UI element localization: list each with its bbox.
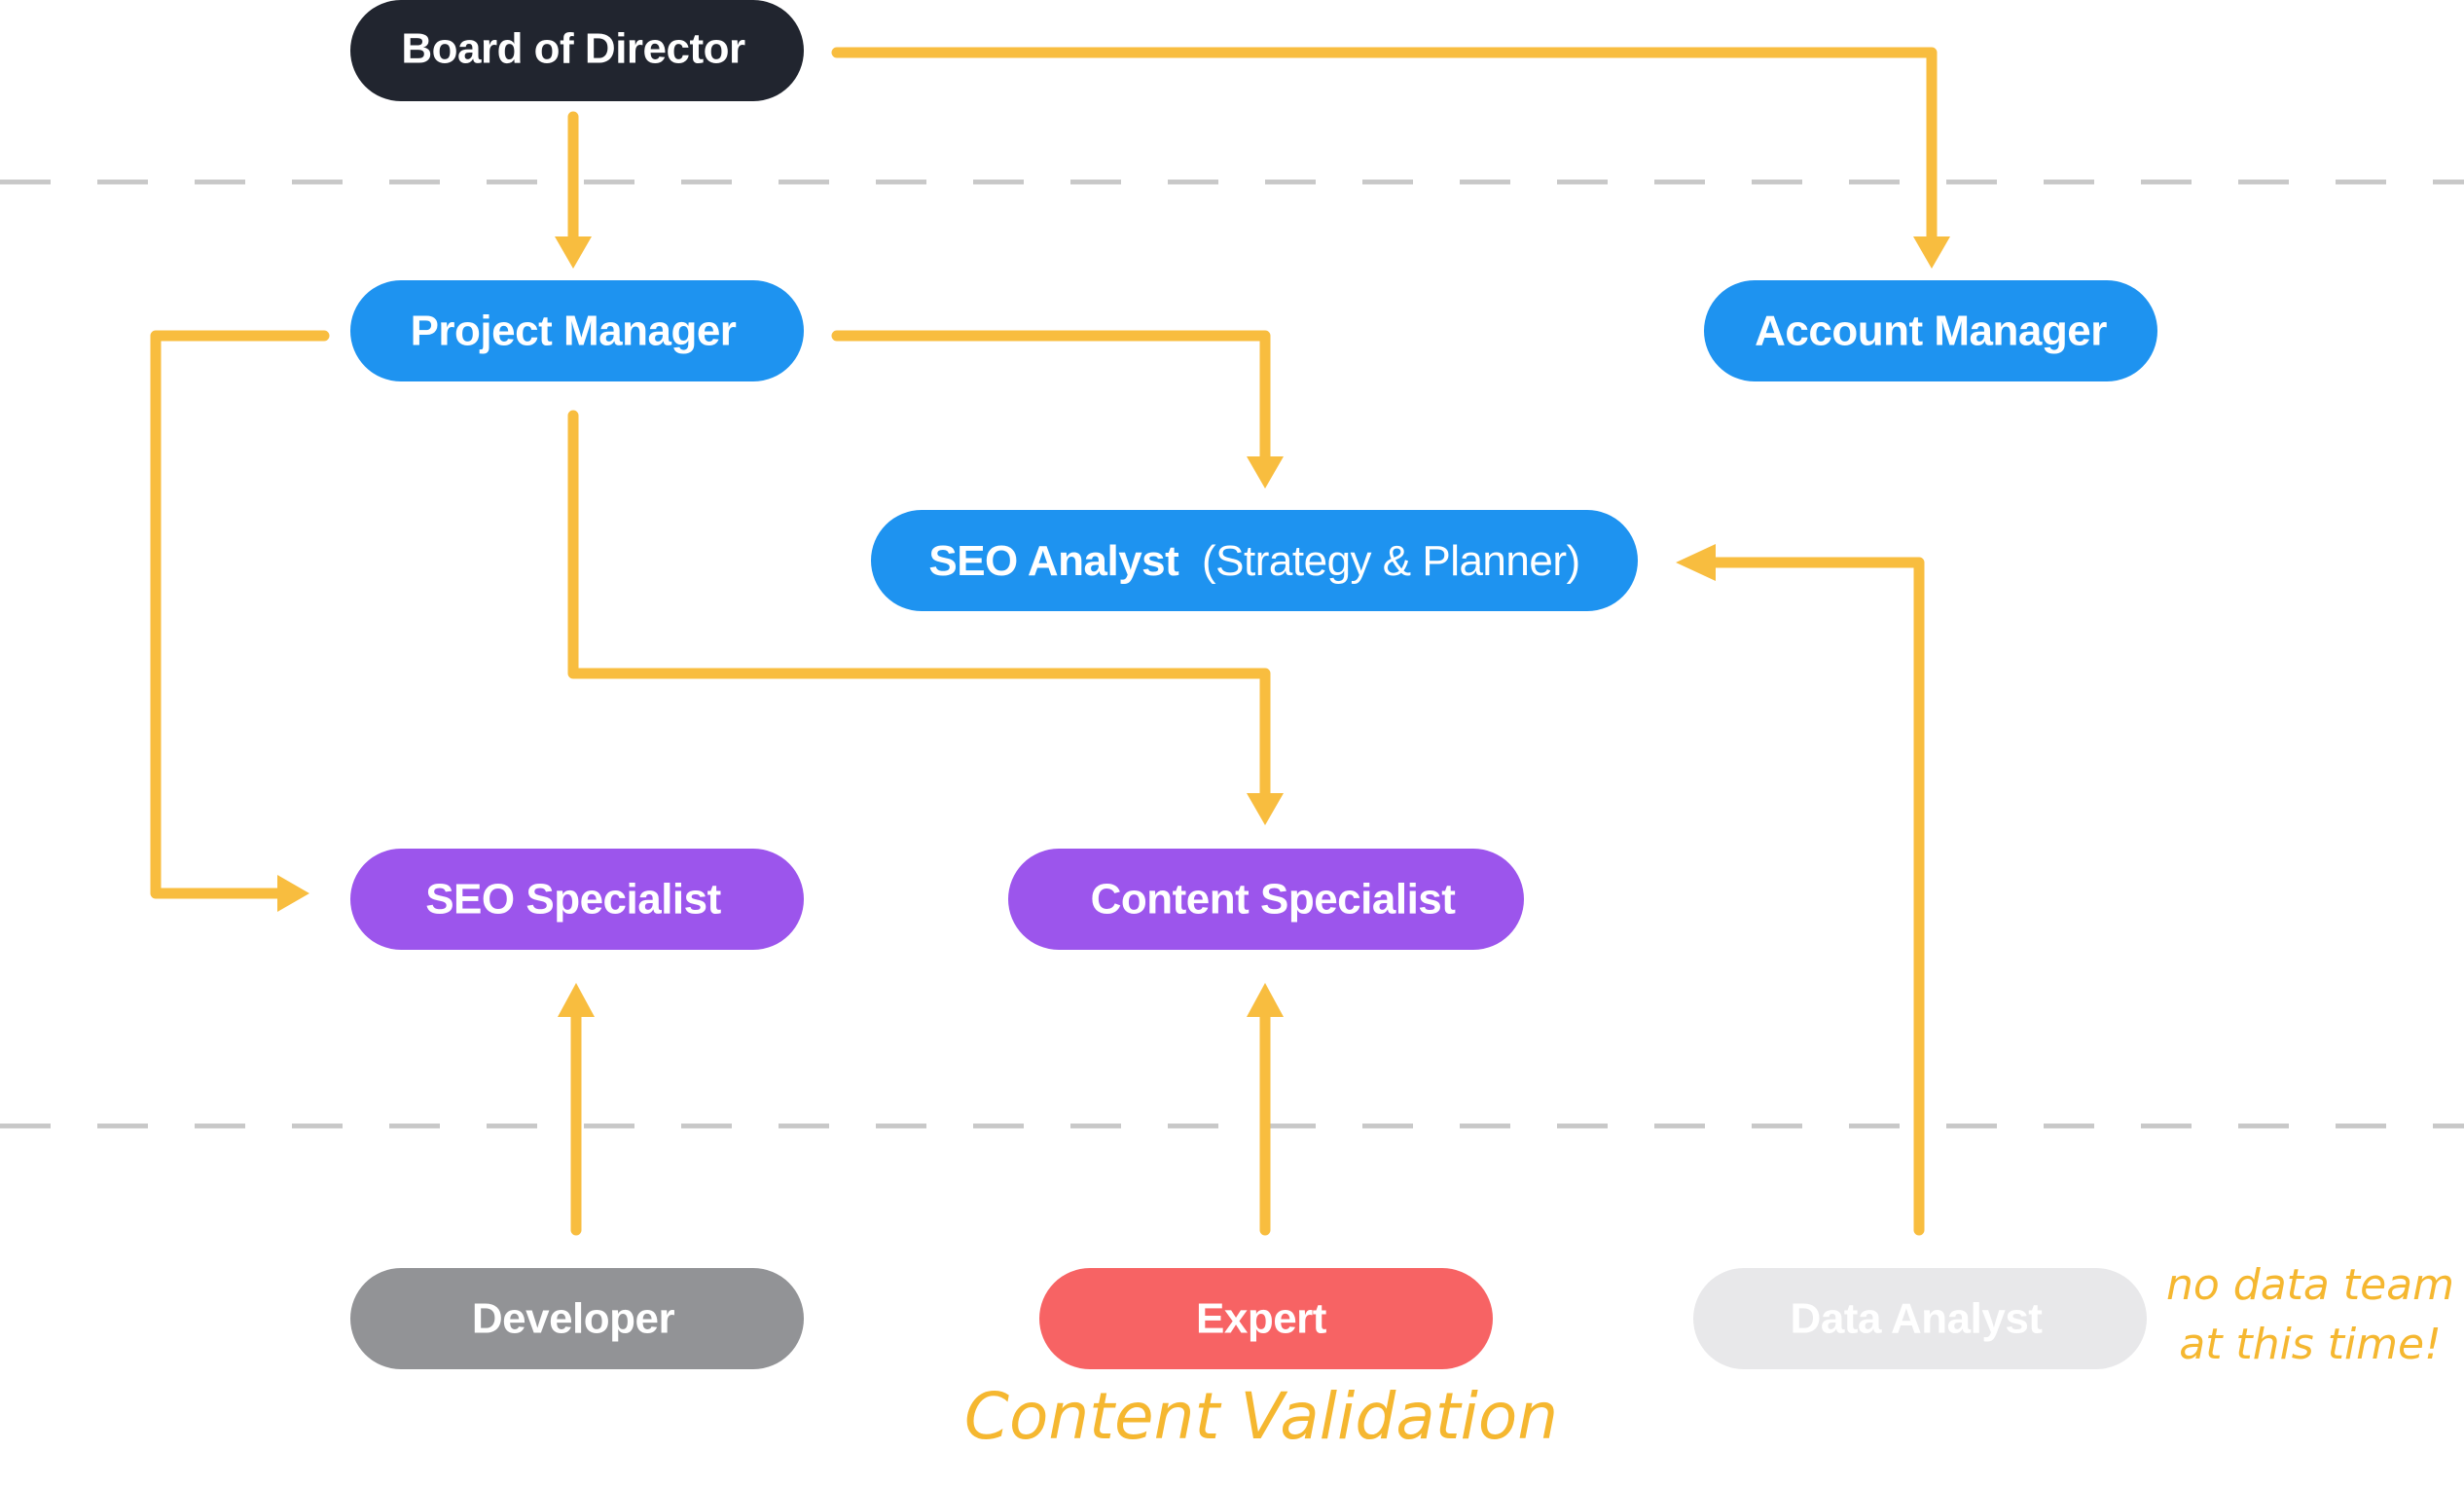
node-board-of-director[interactable]: Board of Director — [350, 0, 804, 101]
node-seo-specialist[interactable]: SEO Specialist — [350, 849, 804, 950]
connector-pm-to-seo-specialist — [150, 330, 330, 899]
node-label: Content Specialist — [1091, 876, 1457, 924]
connector-board-to-account-manager — [831, 47, 1938, 247]
node-expert[interactable]: Expert — [1039, 1268, 1493, 1369]
arrowhead-project-manager — [555, 236, 592, 269]
node-label: SEO Specialist — [425, 876, 721, 924]
connector-pm-to-content-specialist — [567, 410, 1271, 804]
arrowhead-seo-specialist — [277, 875, 309, 912]
arrowhead-content-specialist-bottom — [1247, 983, 1284, 1017]
node-sublabel: (Strategy & Planner) — [1202, 537, 1580, 585]
arrowhead-seo-specialist-bottom — [558, 983, 595, 1017]
node-developer[interactable]: Developer — [350, 1268, 804, 1369]
connector-pm-to-seo-analyst — [831, 330, 1271, 467]
arrowheads — [277, 236, 1950, 1017]
connectors — [150, 47, 1938, 1236]
node-label: Expert — [1196, 1295, 1327, 1343]
note-no-data-team-line1: no data team — [2166, 1260, 2454, 1310]
node-label: SEO Analyst — [928, 537, 1179, 585]
node-label: Data Analyst — [1791, 1295, 2044, 1343]
node-data-analyst[interactable]: Data Analyst — [1693, 1268, 2147, 1369]
arrowhead-content-specialist — [1247, 793, 1284, 825]
arrowhead-seo-analyst-right — [1676, 544, 1716, 581]
node-content-specialist[interactable]: Content Specialist — [1008, 849, 1524, 950]
node-label: Developer — [472, 1295, 675, 1343]
note-content-validation: Content Validation — [964, 1379, 1558, 1454]
node-seo-analyst[interactable]: SEO Analyst (Strategy & Planner) — [871, 510, 1638, 611]
node-account-manager[interactable]: Account Manager — [1704, 280, 2157, 381]
arrowhead-account-manager — [1913, 236, 1950, 269]
node-project-manager[interactable]: Project Manager — [350, 280, 804, 381]
arrowhead-seo-analyst — [1247, 456, 1284, 489]
seo-analyst-text: SEO Analyst (Strategy & Planner) — [928, 537, 1579, 585]
node-label: Account Manager — [1755, 308, 2107, 355]
note-no-data-team-line2: at this time! — [2179, 1320, 2442, 1369]
node-label: Project Manager — [411, 308, 737, 355]
node-label: Board of Director — [401, 25, 745, 73]
connector-data-analyst-to-seo-analyst — [1705, 557, 1925, 1236]
